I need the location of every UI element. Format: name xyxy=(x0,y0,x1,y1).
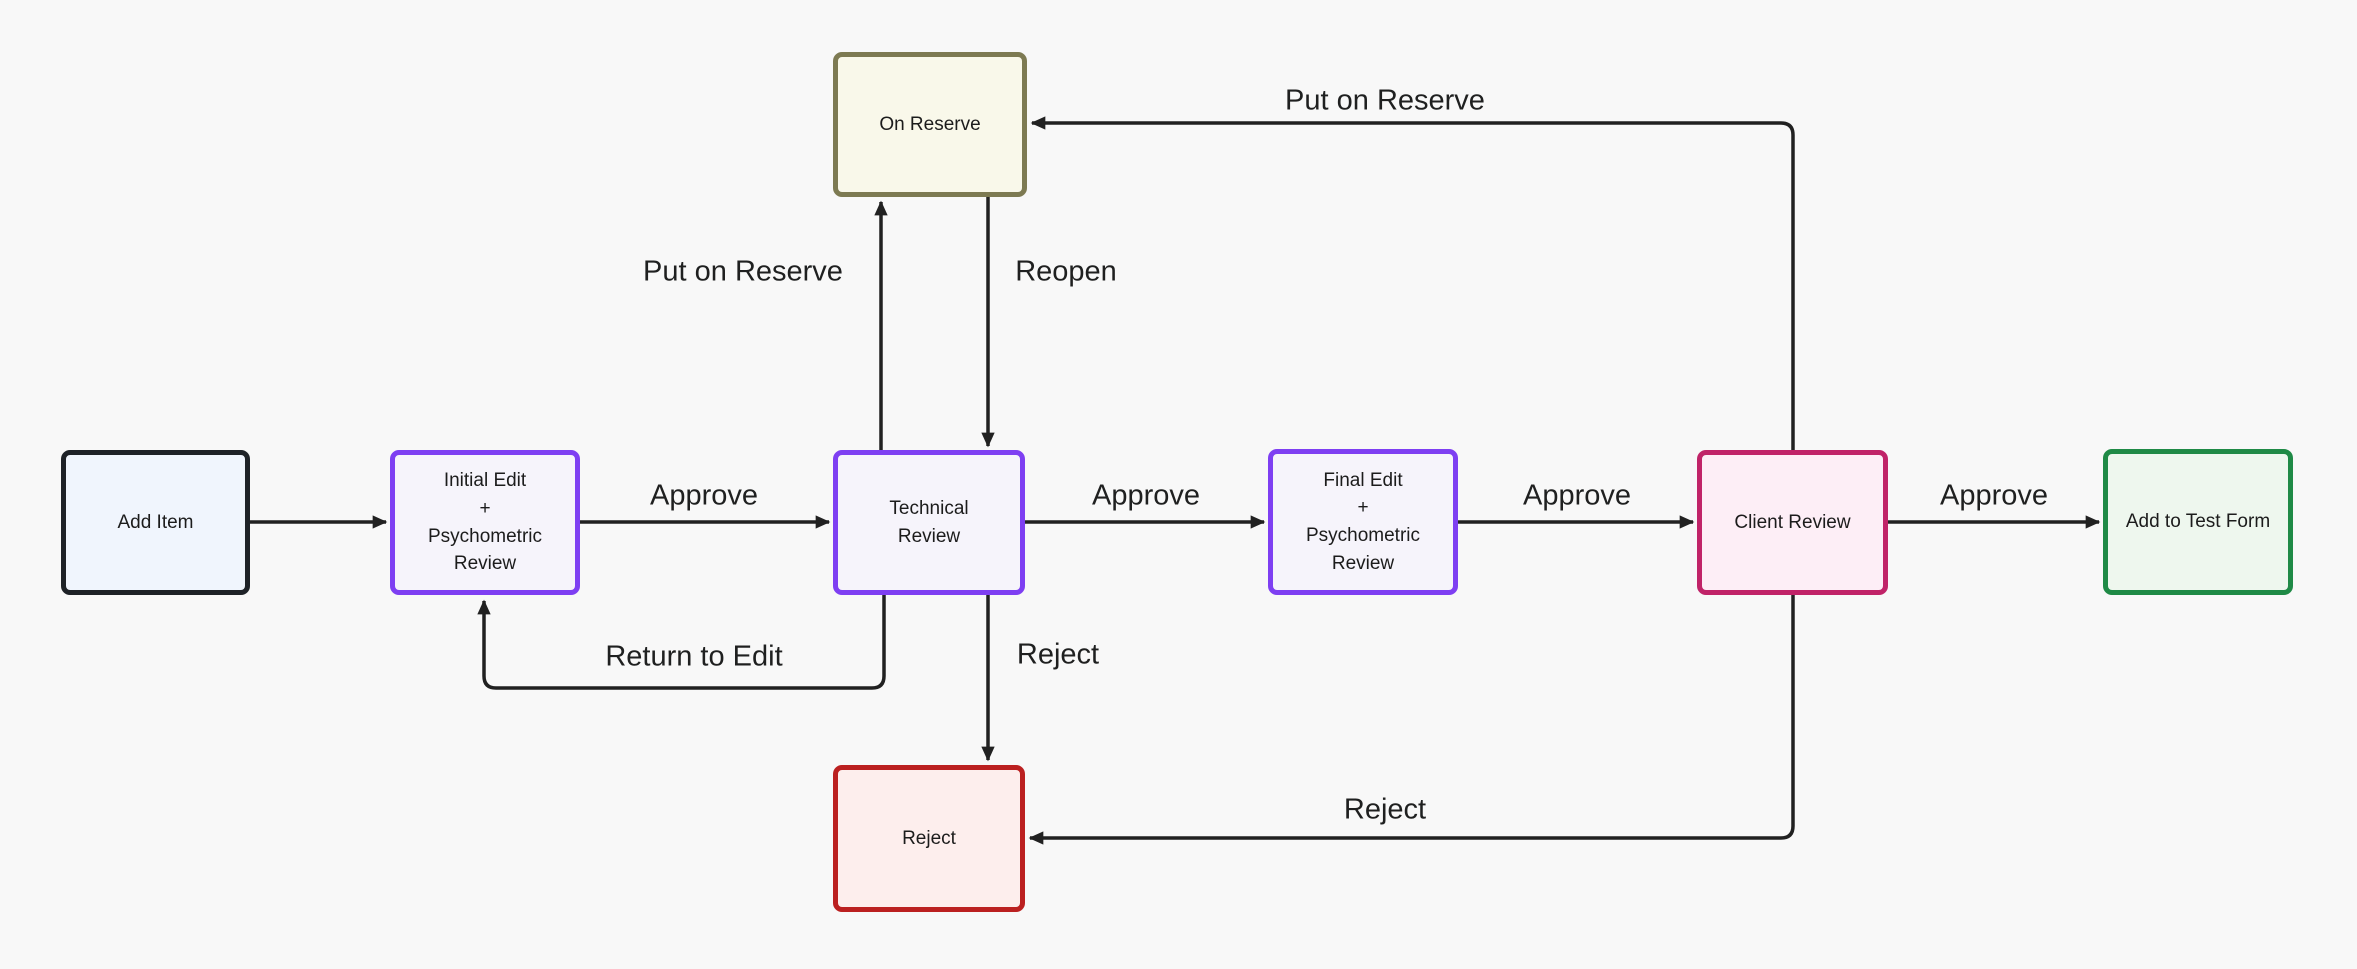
edge-label-approve-2: Approve xyxy=(1087,479,1205,513)
node-final-edit-label: Final Edit + Psychometric Review xyxy=(1305,469,1421,574)
node-client-review: Client Review xyxy=(1697,450,1888,595)
node-client-review-label: Client Review xyxy=(1734,511,1851,533)
node-add-to-test-form-label: Add to Test Form xyxy=(2125,511,2271,533)
node-add-item-label: Add Item xyxy=(117,511,194,533)
edge-client-review-to-reject xyxy=(1028,595,1795,845)
node-final-edit-psychometric-review: Final Edit + Psychometric Review xyxy=(1268,449,1458,595)
node-on-reserve-label: On Reserve xyxy=(879,113,981,135)
edge-label-approve-1: Approve xyxy=(645,479,763,513)
node-reject-label: Reject xyxy=(902,827,956,849)
edge-label-put-on-reserve-from-client-review: Put on Reserve xyxy=(1281,84,1489,118)
edge-technical-review-to-initial-edit xyxy=(477,595,886,690)
node-technical-review: Technical Review xyxy=(833,450,1025,595)
node-add-item: Add Item xyxy=(61,450,250,595)
edge-label-approve-4: Approve xyxy=(1935,479,2053,513)
edge-label-put-on-reserve-from-technical-review: Put on Reserve xyxy=(639,255,847,289)
edge-label-return-to-edit: Return to Edit xyxy=(601,640,787,674)
node-initial-edit-psychometric-review: Initial Edit + Psychometric Review xyxy=(390,450,580,595)
edge-client-review-to-on-reserve xyxy=(1030,116,1795,450)
node-on-reserve: On Reserve xyxy=(833,52,1027,197)
node-technical-review-label: Technical Review xyxy=(889,497,969,547)
edge-label-reject-from-technical-review: Reject xyxy=(1012,638,1104,672)
edge-label-approve-3: Approve xyxy=(1518,479,1636,513)
edge-label-reopen: Reopen xyxy=(1011,255,1121,289)
node-add-to-test-form: Add to Test Form xyxy=(2103,449,2293,595)
node-initial-edit-label: Initial Edit + Psychometric Review xyxy=(427,470,543,575)
node-reject: Reject xyxy=(833,765,1025,912)
edge-label-reject-from-client-review: Reject xyxy=(1339,793,1431,827)
